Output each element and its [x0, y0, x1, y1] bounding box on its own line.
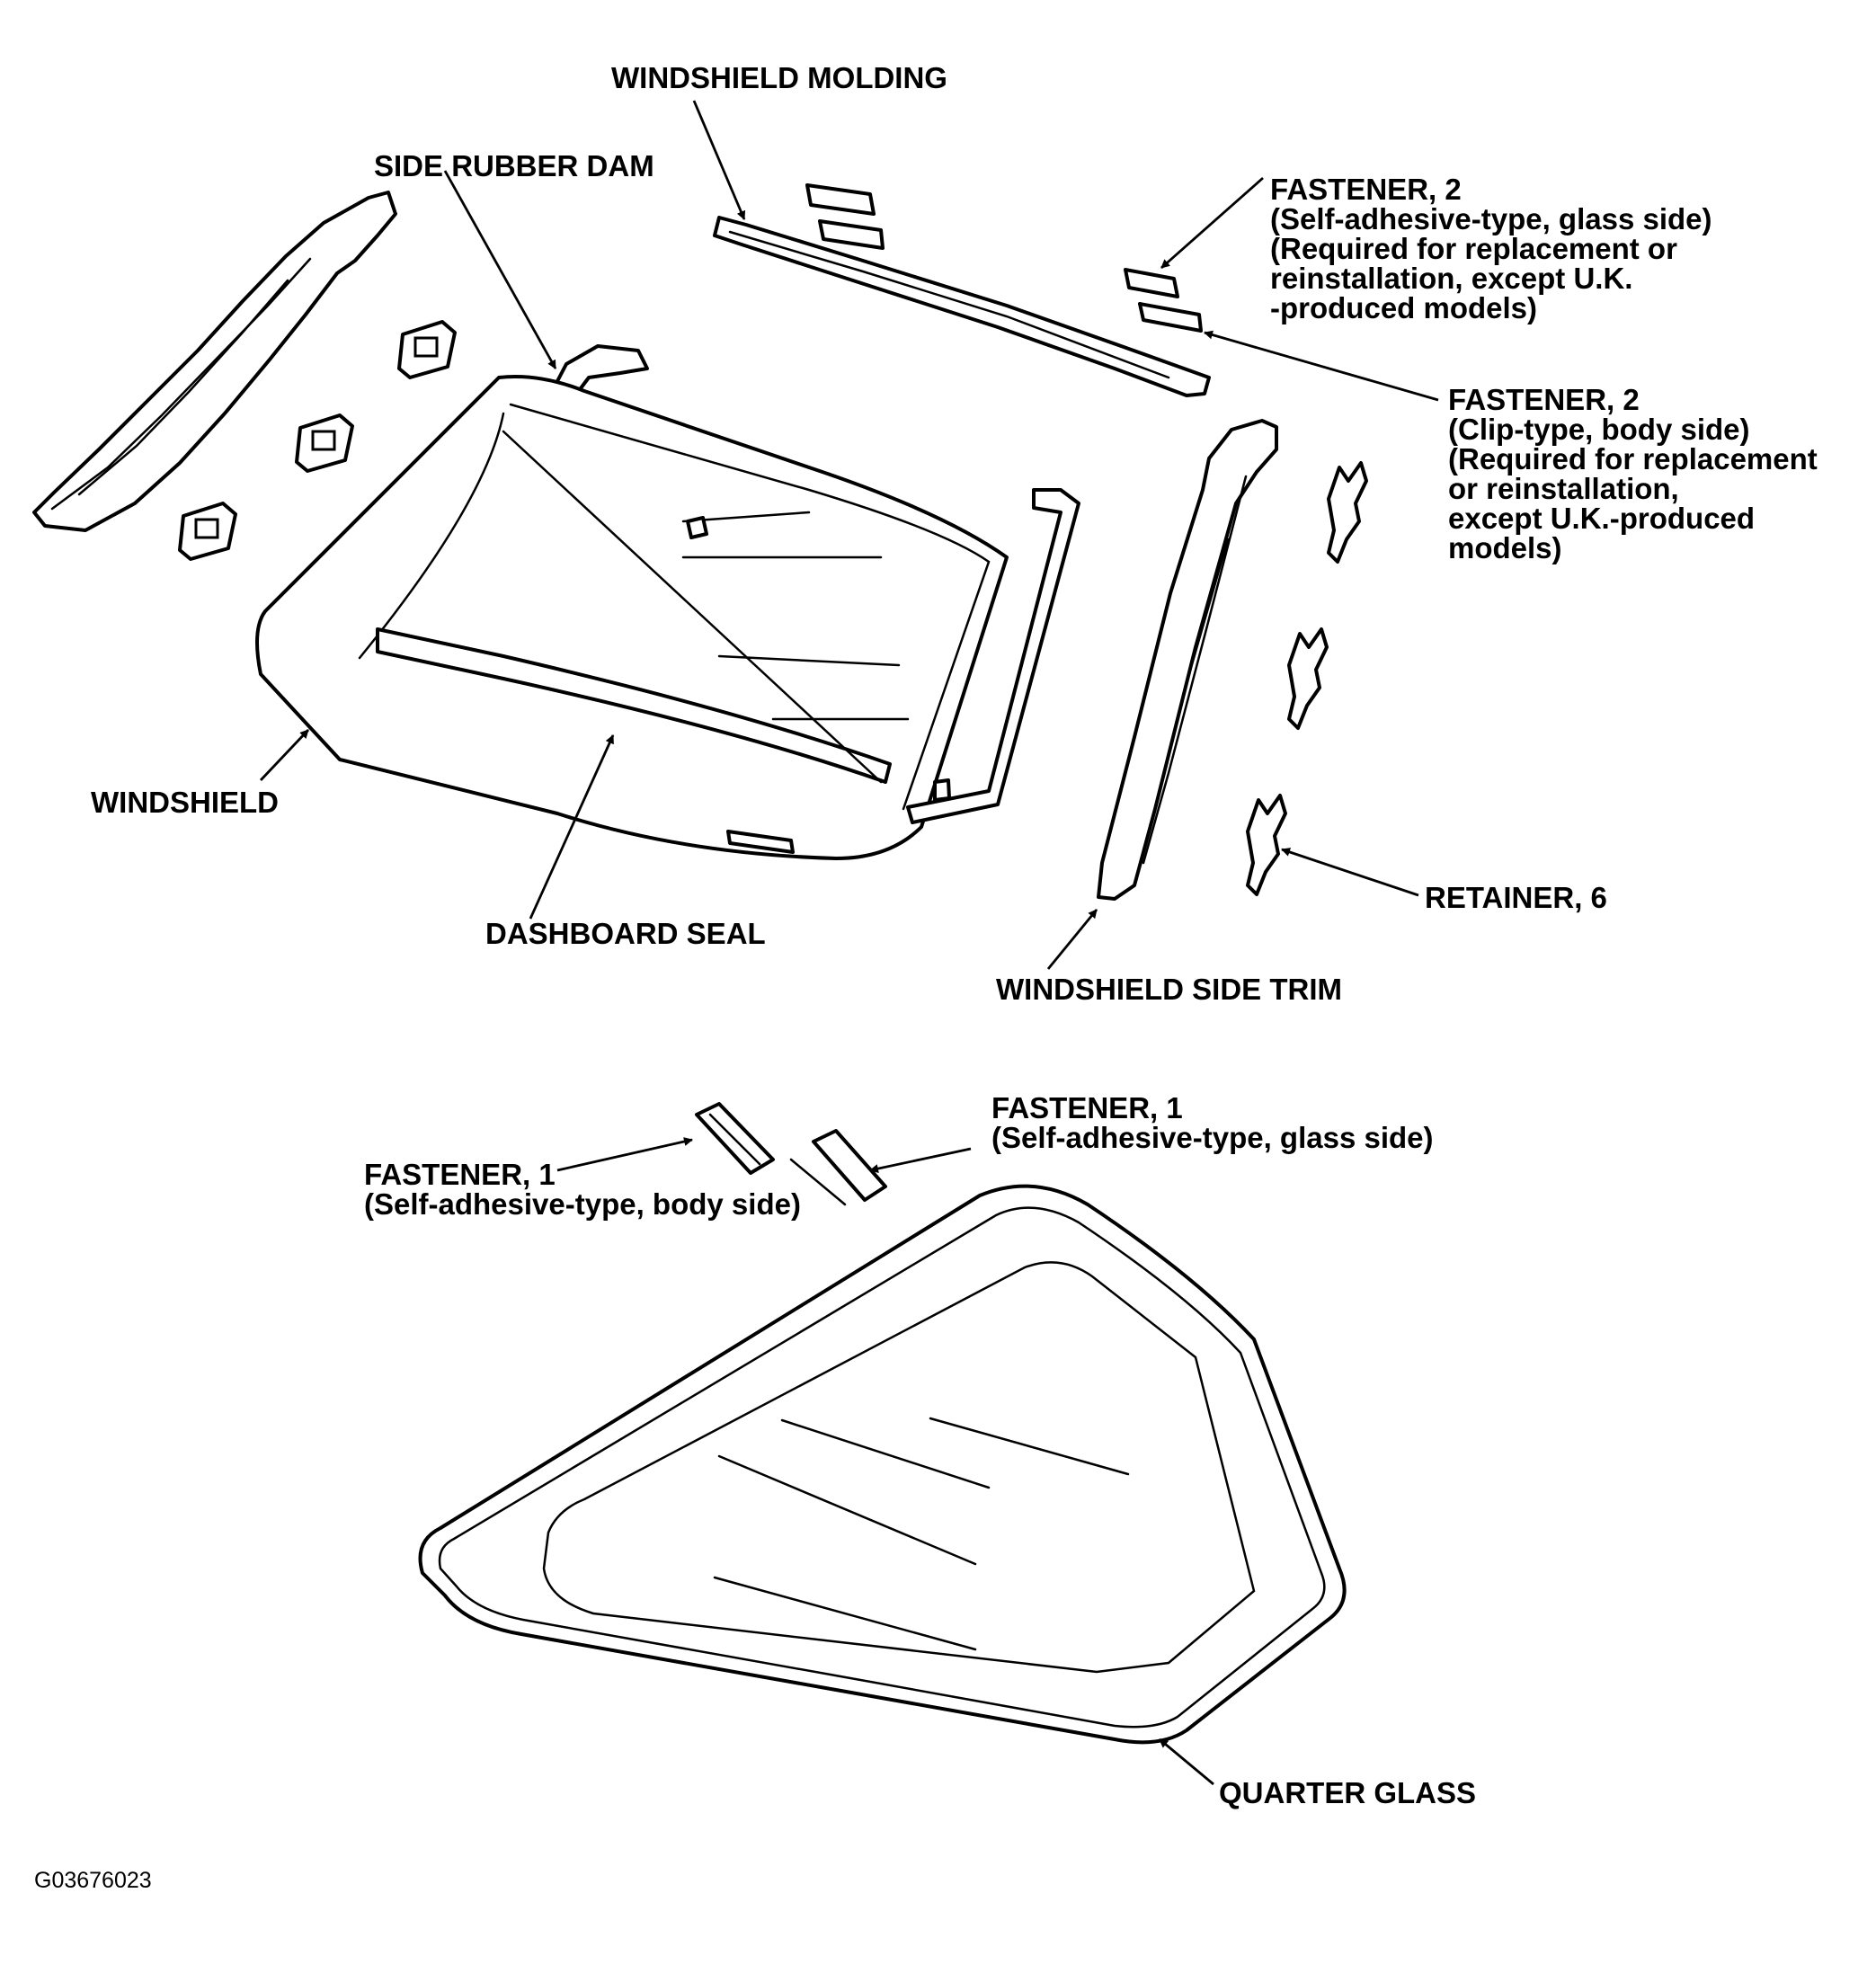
fastener-clip-line-3: (Required for replacement [1448, 442, 1818, 475]
quarter-glass-label: QUARTER GLASS [1219, 1776, 1477, 1809]
fastener-clip-line-6: models) [1448, 531, 1562, 564]
quarter-glass-part [418, 1184, 1347, 1745]
windshield-part [255, 375, 1009, 860]
fastener-glass-side-top-line-5: -produced models) [1270, 291, 1538, 324]
windshield-side-trim-part [1097, 419, 1278, 901]
molding-fastener-2 [1124, 268, 1203, 333]
molding-fastener-1 [805, 183, 885, 250]
glass-side-fastener [789, 1129, 887, 1206]
fastener-clip-line-1: FASTENER, 2 [1448, 383, 1640, 416]
side-rubber-dam-label: SIDE RUBBER DAM [374, 149, 654, 182]
body-side-fastener [695, 1102, 775, 1175]
fastener-clip-line-5: except U.K.-produced [1448, 502, 1756, 535]
fastener-clip-label: FASTENER, 2 (Clip-type, body side) (Requ… [1448, 385, 1818, 563]
left-pillar-trim [32, 191, 397, 532]
fastener-glass-side-bottom-label: FASTENER, 1 (Self-adhesive-type, glass s… [991, 1093, 1434, 1152]
fastener-glass-side-top-line-4: reinstallation, except U.K. [1270, 262, 1633, 295]
fastener-clip-line-4: or reinstallation, [1448, 472, 1679, 505]
retainer-label: RETAINER, 6 [1425, 881, 1607, 914]
fastener-glass-side-bottom-line-2: (Self-adhesive-type, glass side) [991, 1121, 1434, 1154]
fastener-glass-side-top-line-3: (Required for replacement or [1270, 232, 1677, 265]
fastener-clip-line-2: (Clip-type, body side) [1448, 413, 1750, 446]
windshield-molding-label: WINDSHIELD MOLDING [611, 61, 947, 94]
fastener-glass-side-bottom-line-1: FASTENER, 1 [991, 1091, 1183, 1124]
retainer-1 [1327, 461, 1368, 564]
fastener-body-side-bottom-label: FASTENER, 1 (Self-adhesive-type, body si… [364, 1160, 801, 1219]
figure-code: G03676023 [34, 1868, 152, 1893]
dashboard-seal-label: DASHBOARD SEAL [485, 917, 766, 950]
retainer-3 [1246, 794, 1287, 896]
fastener-glass-side-top-label: FASTENER, 2 (Self-adhesive-type, glass s… [1270, 174, 1712, 323]
right-rubber-dam [906, 488, 1080, 824]
retainer-2 [1287, 627, 1329, 730]
trim-clip-3 [178, 502, 237, 561]
trim-clip-1 [397, 320, 457, 379]
windshield-molding-part [713, 216, 1211, 397]
leader-lines [259, 100, 1439, 1786]
trim-clip-2 [295, 413, 354, 473]
fastener-glass-side-top-line-2: (Self-adhesive-type, glass side) [1270, 202, 1712, 236]
fastener-body-side-bottom-line-2: (Self-adhesive-type, body side) [364, 1187, 801, 1221]
fastener-body-side-bottom-line-1: FASTENER, 1 [364, 1158, 556, 1191]
windshield-side-trim-label: WINDSHIELD SIDE TRIM [996, 973, 1342, 1006]
windshield-label: WINDSHIELD [91, 786, 279, 819]
fastener-glass-side-top-line-1: FASTENER, 2 [1270, 173, 1462, 206]
